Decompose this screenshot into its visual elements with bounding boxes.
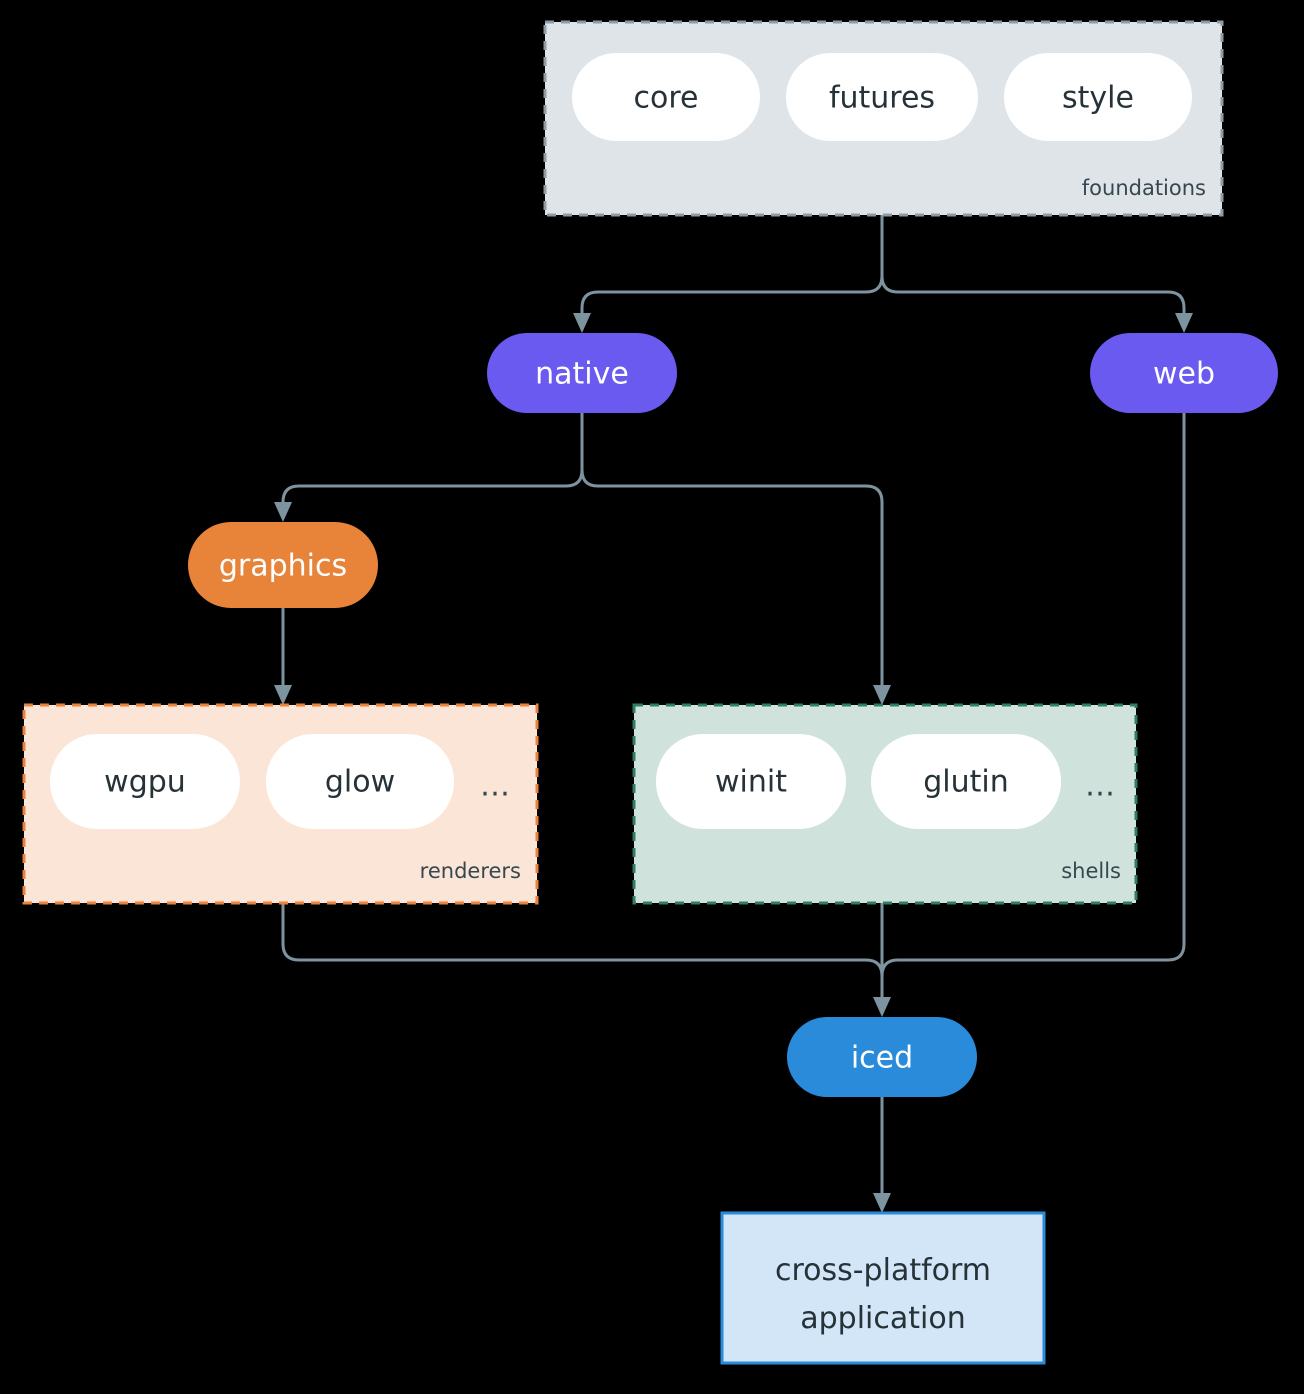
renderers-ellipsis: …: [480, 769, 510, 804]
node-graphics-shape[interactable]: [188, 522, 378, 608]
node-graphics-label: graphics: [219, 549, 347, 584]
node-iced[interactable]: iced: [787, 1017, 977, 1097]
edge-renderers-to-iced: [281, 901, 884, 1004]
node-core-label: core: [634, 81, 699, 116]
edge-web-to-iced: [880, 411, 1186, 1004]
node-glow-shape[interactable]: [266, 734, 454, 829]
shells-ellipsis: …: [1085, 769, 1115, 804]
node-web-label: web: [1153, 357, 1215, 392]
node-native-label: native: [535, 357, 629, 392]
cluster-shells: winit glutin … shells: [632, 703, 1138, 905]
cluster-foundations: core futures style foundations: [543, 20, 1224, 217]
cluster-renderers-label: renderers: [420, 859, 521, 883]
edge-layer: [274, 213, 1193, 1213]
node-iced-shape[interactable]: [787, 1017, 977, 1097]
edge-foundations-to-web: [880, 213, 1186, 320]
node-cross-platform-application-line1: cross-platform: [775, 1253, 991, 1288]
arrow-head-renderers: [274, 685, 292, 705]
node-web[interactable]: web: [1090, 333, 1278, 413]
node-glutin-label: glutin: [923, 765, 1009, 800]
node-core-shape[interactable]: [572, 53, 760, 141]
cluster-shells-label: shells: [1061, 859, 1121, 883]
node-glutin-shape[interactable]: [871, 734, 1061, 829]
arrow-head-graphics: [274, 502, 292, 522]
node-glow-label: glow: [325, 765, 395, 800]
arrow-head-iced: [873, 997, 891, 1017]
edge-native-to-graphics: [281, 411, 584, 510]
node-futures-shape[interactable]: [786, 53, 978, 141]
node-winit-label: winit: [715, 765, 787, 800]
arrow-head-shells: [873, 685, 891, 705]
node-wgpu-shape[interactable]: [50, 734, 240, 829]
node-iced-label: iced: [851, 1041, 913, 1076]
edge-foundations-to-native: [580, 213, 884, 320]
cluster-foundations-label: foundations: [1082, 176, 1206, 200]
node-cross-platform-application-shape[interactable]: [720, 1211, 1046, 1365]
node-native-shape[interactable]: [487, 333, 677, 413]
node-native[interactable]: native: [487, 333, 677, 413]
node-cross-platform-application-line2: application: [800, 1301, 965, 1336]
node-futures-label: futures: [829, 81, 935, 116]
edge-native-to-shells: [580, 411, 884, 692]
node-cross-platform-application[interactable]: cross-platform application: [720, 1211, 1046, 1365]
arrow-head-application: [873, 1193, 891, 1213]
arrow-head-web: [1175, 313, 1193, 333]
node-winit-shape[interactable]: [656, 734, 846, 829]
node-wgpu-label: wgpu: [104, 765, 186, 800]
node-style-label: style: [1062, 81, 1134, 116]
node-web-shape[interactable]: [1090, 333, 1278, 413]
arrow-head-native: [573, 313, 591, 333]
node-style-shape[interactable]: [1004, 53, 1192, 141]
node-graphics[interactable]: graphics: [188, 522, 378, 608]
cluster-renderers: wgpu glow … renderers: [22, 703, 539, 905]
